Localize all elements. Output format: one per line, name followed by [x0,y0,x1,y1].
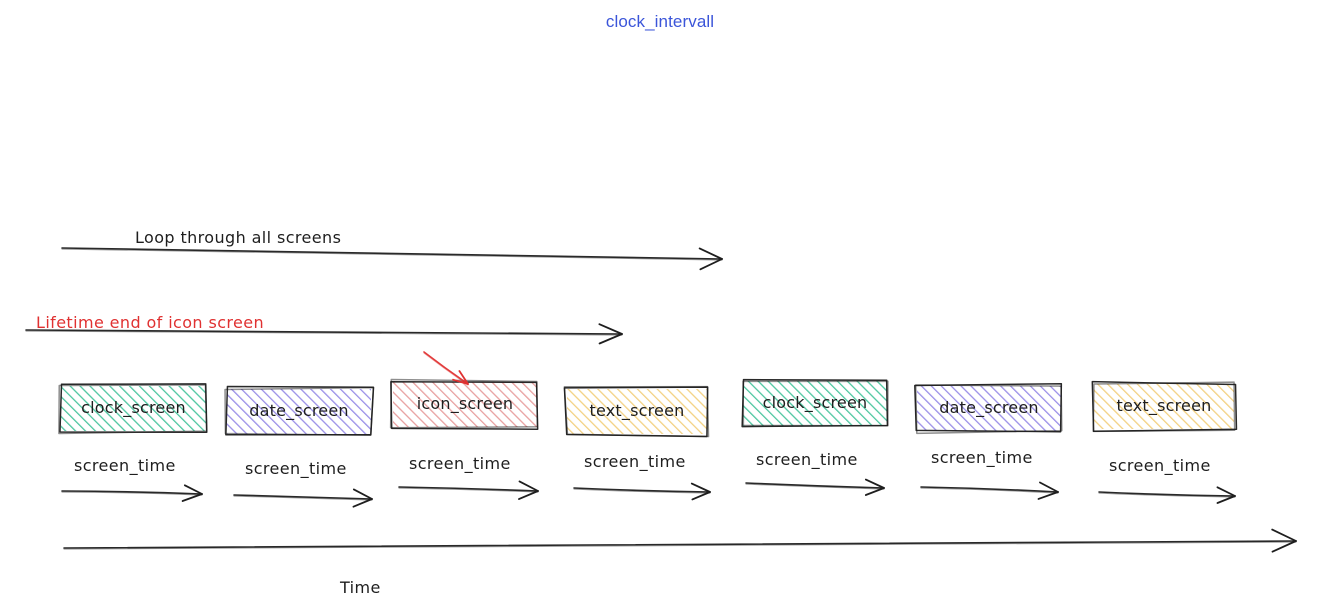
screen-time-arrow [1098,486,1236,504]
screen-box-fill [393,382,537,427]
icon-screen-pointer-arrow [423,351,469,386]
screen-time-arrow [61,484,203,502]
screen-time-label: screen_time [931,448,1033,467]
screen-box-date_screen[interactable] [914,383,1063,435]
screen-box-label: text_screen [1116,395,1212,415]
screen-box-outline [914,384,1063,435]
screen-time-label: screen_time [245,459,347,478]
screen-box-outline [1092,381,1236,433]
screen-time-label: screen_time [1109,456,1211,475]
screen-time-label: screen_time [756,450,858,469]
screen-time-arrow [398,480,539,500]
screen-box-fill [743,381,887,426]
screen-boxes-layer [58,378,1238,438]
screen-box-outline [224,386,375,437]
screen-box-label: date_screen [939,397,1039,417]
screen-box-icon_screen[interactable] [389,378,539,430]
screen-box-outline [58,384,208,435]
screen-box-outline [563,385,710,438]
screen-box-date_screen[interactable] [224,385,375,437]
loop-annotation-label: Loop through all screens [135,228,342,247]
screen-box-text_screen[interactable] [1091,380,1238,433]
screen-box-fill [61,386,206,431]
screen-box-clock_screen[interactable] [741,378,889,428]
screen-box-outline [59,383,208,433]
screen-box-fill [917,386,1061,431]
screen-time-arrow [920,481,1059,500]
lifetime-arrow [25,323,623,345]
screen-time-label: screen_time [409,454,511,473]
screen-box-fill [1094,384,1234,429]
screen-box-fill [567,389,707,434]
screen-box-fill [227,389,371,434]
screen-box-label: clock_screen [762,392,868,412]
time-axis-label: Time [340,578,381,597]
lifetime-annotation-label: Lifetime end of icon screen [36,313,265,332]
screen-box-text_screen[interactable] [563,385,710,438]
screen-box-label: clock_screen [81,397,186,417]
screen-time-label: screen_time [584,452,686,471]
page-title: clock_intervall [605,12,715,31]
screen-box-clock_screen[interactable] [58,383,208,435]
screen-box-label: date_screen [249,400,349,420]
time-axis-arrow [63,528,1297,553]
screen-time-label: screen_time [74,456,176,475]
screen-time-arrow [573,482,711,501]
screen-time-arrow [745,478,885,496]
screen-box-outline [742,380,889,427]
screen-time-arrow [233,488,373,508]
arrows-layer [25,247,1297,553]
screen-box-label: text_screen [589,400,685,420]
screen-box-outline [389,378,539,429]
loop-arrow [61,247,723,271]
screen-box-label: icon_screen [416,393,514,413]
